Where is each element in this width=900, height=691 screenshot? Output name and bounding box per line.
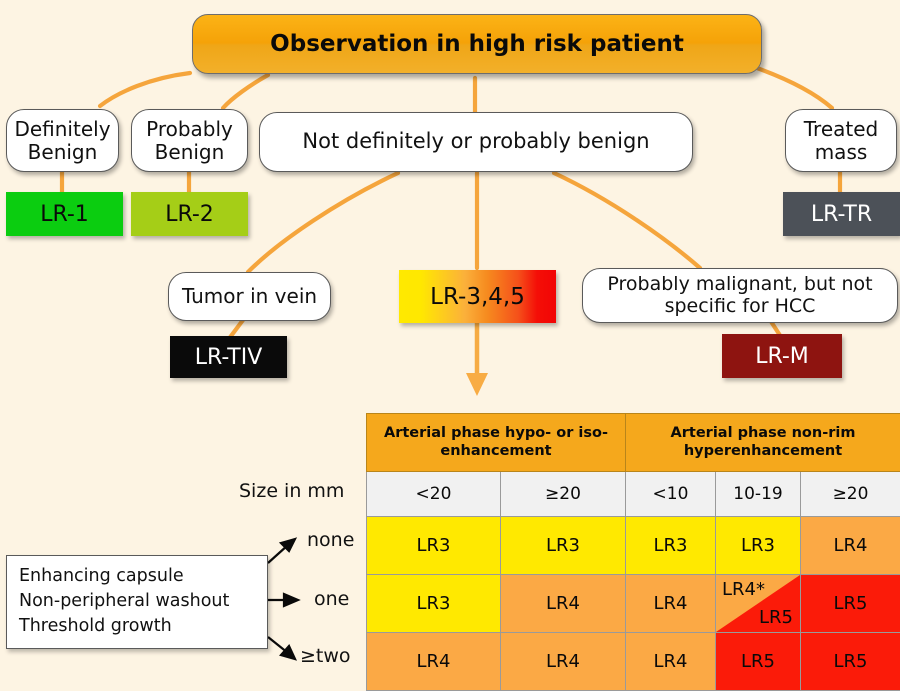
row-label-none: none — [307, 529, 354, 551]
chip-lr-345[interactable]: LR-3,4,5 — [399, 270, 556, 323]
box-treated-mass-label: Treated mass — [804, 118, 878, 163]
wire-title-to-probably-benign — [223, 75, 268, 108]
box-probably-benign-label: Probably Benign — [146, 118, 233, 163]
box-tumor-in-vein[interactable]: Tumor in vein — [168, 272, 331, 321]
cell-two-lt20: LR4 — [367, 633, 501, 691]
box-probably-malignant[interactable]: Probably malignant, but not specific for… — [582, 268, 898, 323]
table-size-header-row: <20 ≥20 <10 10-19 ≥20 — [367, 472, 900, 517]
cell-none-ge20b: LR4 — [801, 517, 900, 575]
box-not-benign-label: Not definitely or probably benign — [302, 130, 649, 154]
root-title-box: Observation in high risk patient — [192, 14, 762, 74]
cell-one-lt20: LR3 — [367, 575, 501, 633]
box-definitely-benign-label: Definitely Benign — [14, 118, 110, 163]
cell-one-ge20b: LR5 — [801, 575, 900, 633]
wire-lr345-to-table — [466, 323, 488, 396]
size-in-mm-label: Size in mm — [239, 480, 344, 502]
wire-title-to-definitely-benign — [100, 73, 190, 106]
feature-list-box: Enhancing capsule Non-peripheral washout… — [6, 555, 268, 649]
table-group-header-row: Arterial phase hypo- or iso- enhancement… — [367, 414, 900, 472]
chip-lr-m[interactable]: LR-M — [722, 334, 842, 378]
chip-lr-2-label: LR-2 — [165, 202, 214, 227]
size-col-ge20a: ≥20 — [501, 472, 626, 517]
group-header-hyperenhancement: Arterial phase non-rim hyperenhancement — [626, 414, 900, 472]
box-definitely-benign[interactable]: Definitely Benign — [6, 109, 119, 172]
cell-none-ge20a: LR3 — [501, 517, 626, 575]
cell-one-10-19-split: LR4* LR5 — [716, 575, 801, 633]
chip-lr-tiv-label: LR-TIV — [195, 345, 263, 370]
cell-none-lt10: LR3 — [626, 517, 716, 575]
box-not-definitely-or-probably-benign[interactable]: Not definitely or probably benign — [259, 112, 693, 172]
size-col-10-19: 10-19 — [716, 472, 801, 517]
feature-item-threshold-growth: Threshold growth — [19, 614, 257, 639]
cell-none-10-19: LR3 — [716, 517, 801, 575]
cell-two-ge20b: LR5 — [801, 633, 900, 691]
chip-lr-tr[interactable]: LR-TR — [783, 192, 900, 236]
cell-none-lt20: LR3 — [367, 517, 501, 575]
chip-lr-tiv[interactable]: LR-TIV — [170, 336, 287, 378]
box-treated-mass[interactable]: Treated mass — [785, 109, 897, 172]
chip-lr-345-label: LR-3,4,5 — [430, 284, 525, 310]
wire-not-benign-to-tumor-in-vein — [248, 173, 398, 272]
feature-item-enhancing-capsule: Enhancing capsule — [19, 564, 257, 589]
box-probably-malignant-label: Probably malignant, but not specific for… — [607, 274, 872, 317]
box-probably-benign[interactable]: Probably Benign — [131, 109, 248, 172]
lirads-matrix-table: Arterial phase hypo- or iso- enhancement… — [366, 413, 900, 691]
feature-arrows — [268, 539, 298, 659]
chip-lr-m-label: LR-M — [755, 344, 809, 369]
cell-one-lt10: LR4 — [626, 575, 716, 633]
table-row-one: LR3 LR4 LR4 LR4* LR5 LR5 — [367, 575, 900, 633]
size-col-lt10: <10 — [626, 472, 716, 517]
page-title: Observation in high risk patient — [270, 31, 684, 57]
cell-two-ge20a: LR4 — [501, 633, 626, 691]
wire-not-benign-to-probably-malignant — [554, 173, 700, 268]
chip-lr-1[interactable]: LR-1 — [6, 192, 123, 236]
cell-one-ge20a: LR4 — [501, 575, 626, 633]
cell-one-10-19-upper: LR4* — [722, 579, 765, 600]
cell-one-10-19-lower: LR5 — [759, 607, 793, 628]
row-label-two-or-more: ≥two — [300, 645, 351, 667]
chip-lr-tr-label: LR-TR — [811, 202, 872, 227]
table-row-none: LR3 LR3 LR3 LR3 LR4 — [367, 517, 900, 575]
cell-two-lt10: LR4 — [626, 633, 716, 691]
row-label-one: one — [314, 588, 349, 610]
wire-title-to-treated-mass — [757, 68, 832, 108]
cell-two-10-19: LR5 — [716, 633, 801, 691]
chip-lr-1-label: LR-1 — [40, 202, 89, 227]
feature-item-non-peripheral-washout: Non-peripheral washout — [19, 589, 257, 614]
size-col-ge20b: ≥20 — [801, 472, 900, 517]
group-header-hypo-iso: Arterial phase hypo- or iso- enhancement — [367, 414, 626, 472]
chip-lr-2[interactable]: LR-2 — [131, 192, 248, 236]
box-tumor-in-vein-label: Tumor in vein — [182, 285, 317, 307]
size-col-lt20: <20 — [367, 472, 501, 517]
table-row-two-or-more: LR4 LR4 LR4 LR5 LR5 — [367, 633, 900, 691]
